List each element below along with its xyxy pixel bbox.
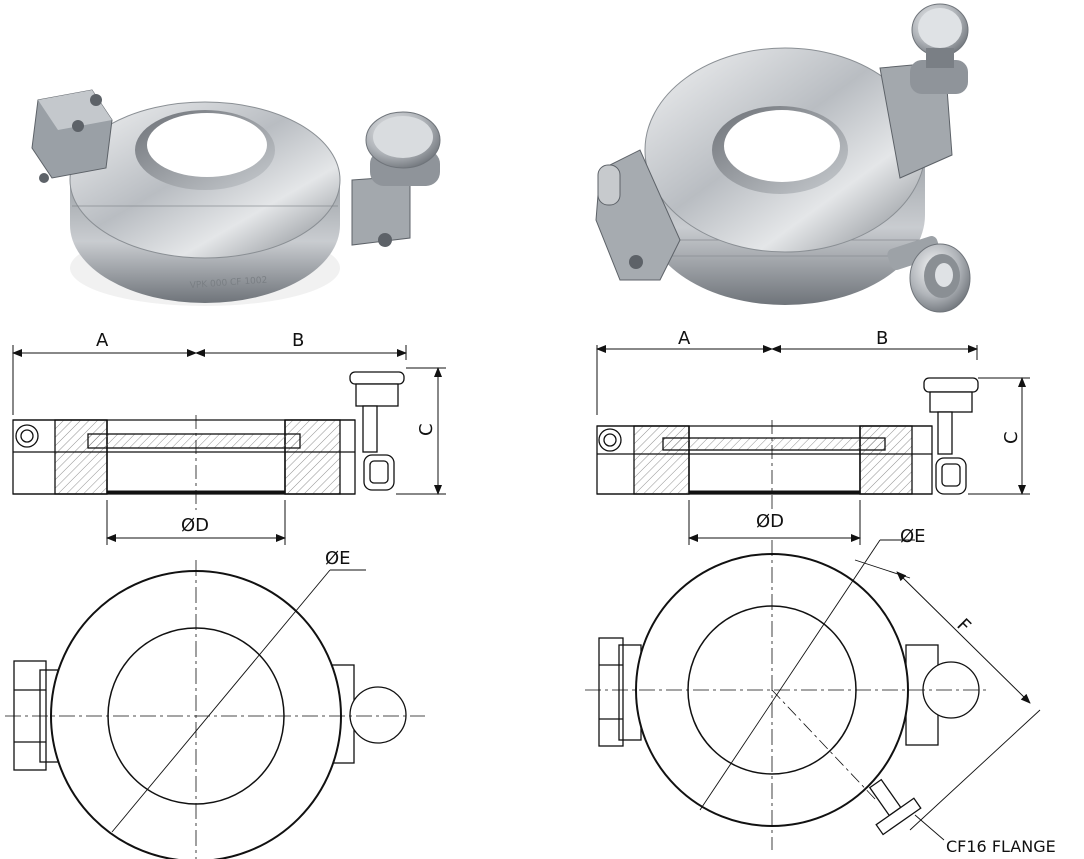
dim-e-leader — [111, 569, 331, 833]
dim-c-label-right: C — [1001, 431, 1022, 444]
dim-b-label: B — [292, 330, 304, 351]
section-view-left — [12, 345, 446, 545]
dim-f-label: F — [952, 615, 974, 637]
cf16-flange-label: CF16 FLANGE — [946, 837, 1056, 856]
dim-a-label-right: A — [678, 328, 691, 349]
dim-e-label-right: ØE — [900, 526, 926, 547]
dim-d-label: ØD — [181, 515, 209, 536]
dim-a-label: A — [96, 330, 109, 351]
dim-f-line — [896, 571, 1031, 704]
photo-hinged-clamp-viewport-with-port — [595, 3, 971, 313]
photo-hinged-clamp-viewport: VPK 000 CF 1002 — [31, 89, 441, 306]
plan-view-right — [585, 539, 1041, 850]
dim-b-label-right: B — [876, 328, 888, 349]
dim-d-label-right: ØD — [756, 511, 784, 532]
section-view-right — [596, 345, 1030, 545]
cf16-leader — [914, 814, 945, 841]
cf16-flange-stub — [868, 778, 922, 836]
dim-e-leader-right — [699, 539, 881, 811]
dim-e-label: ØE — [325, 548, 351, 569]
plan-view-left — [5, 560, 425, 859]
dim-c-label: C — [416, 423, 437, 436]
